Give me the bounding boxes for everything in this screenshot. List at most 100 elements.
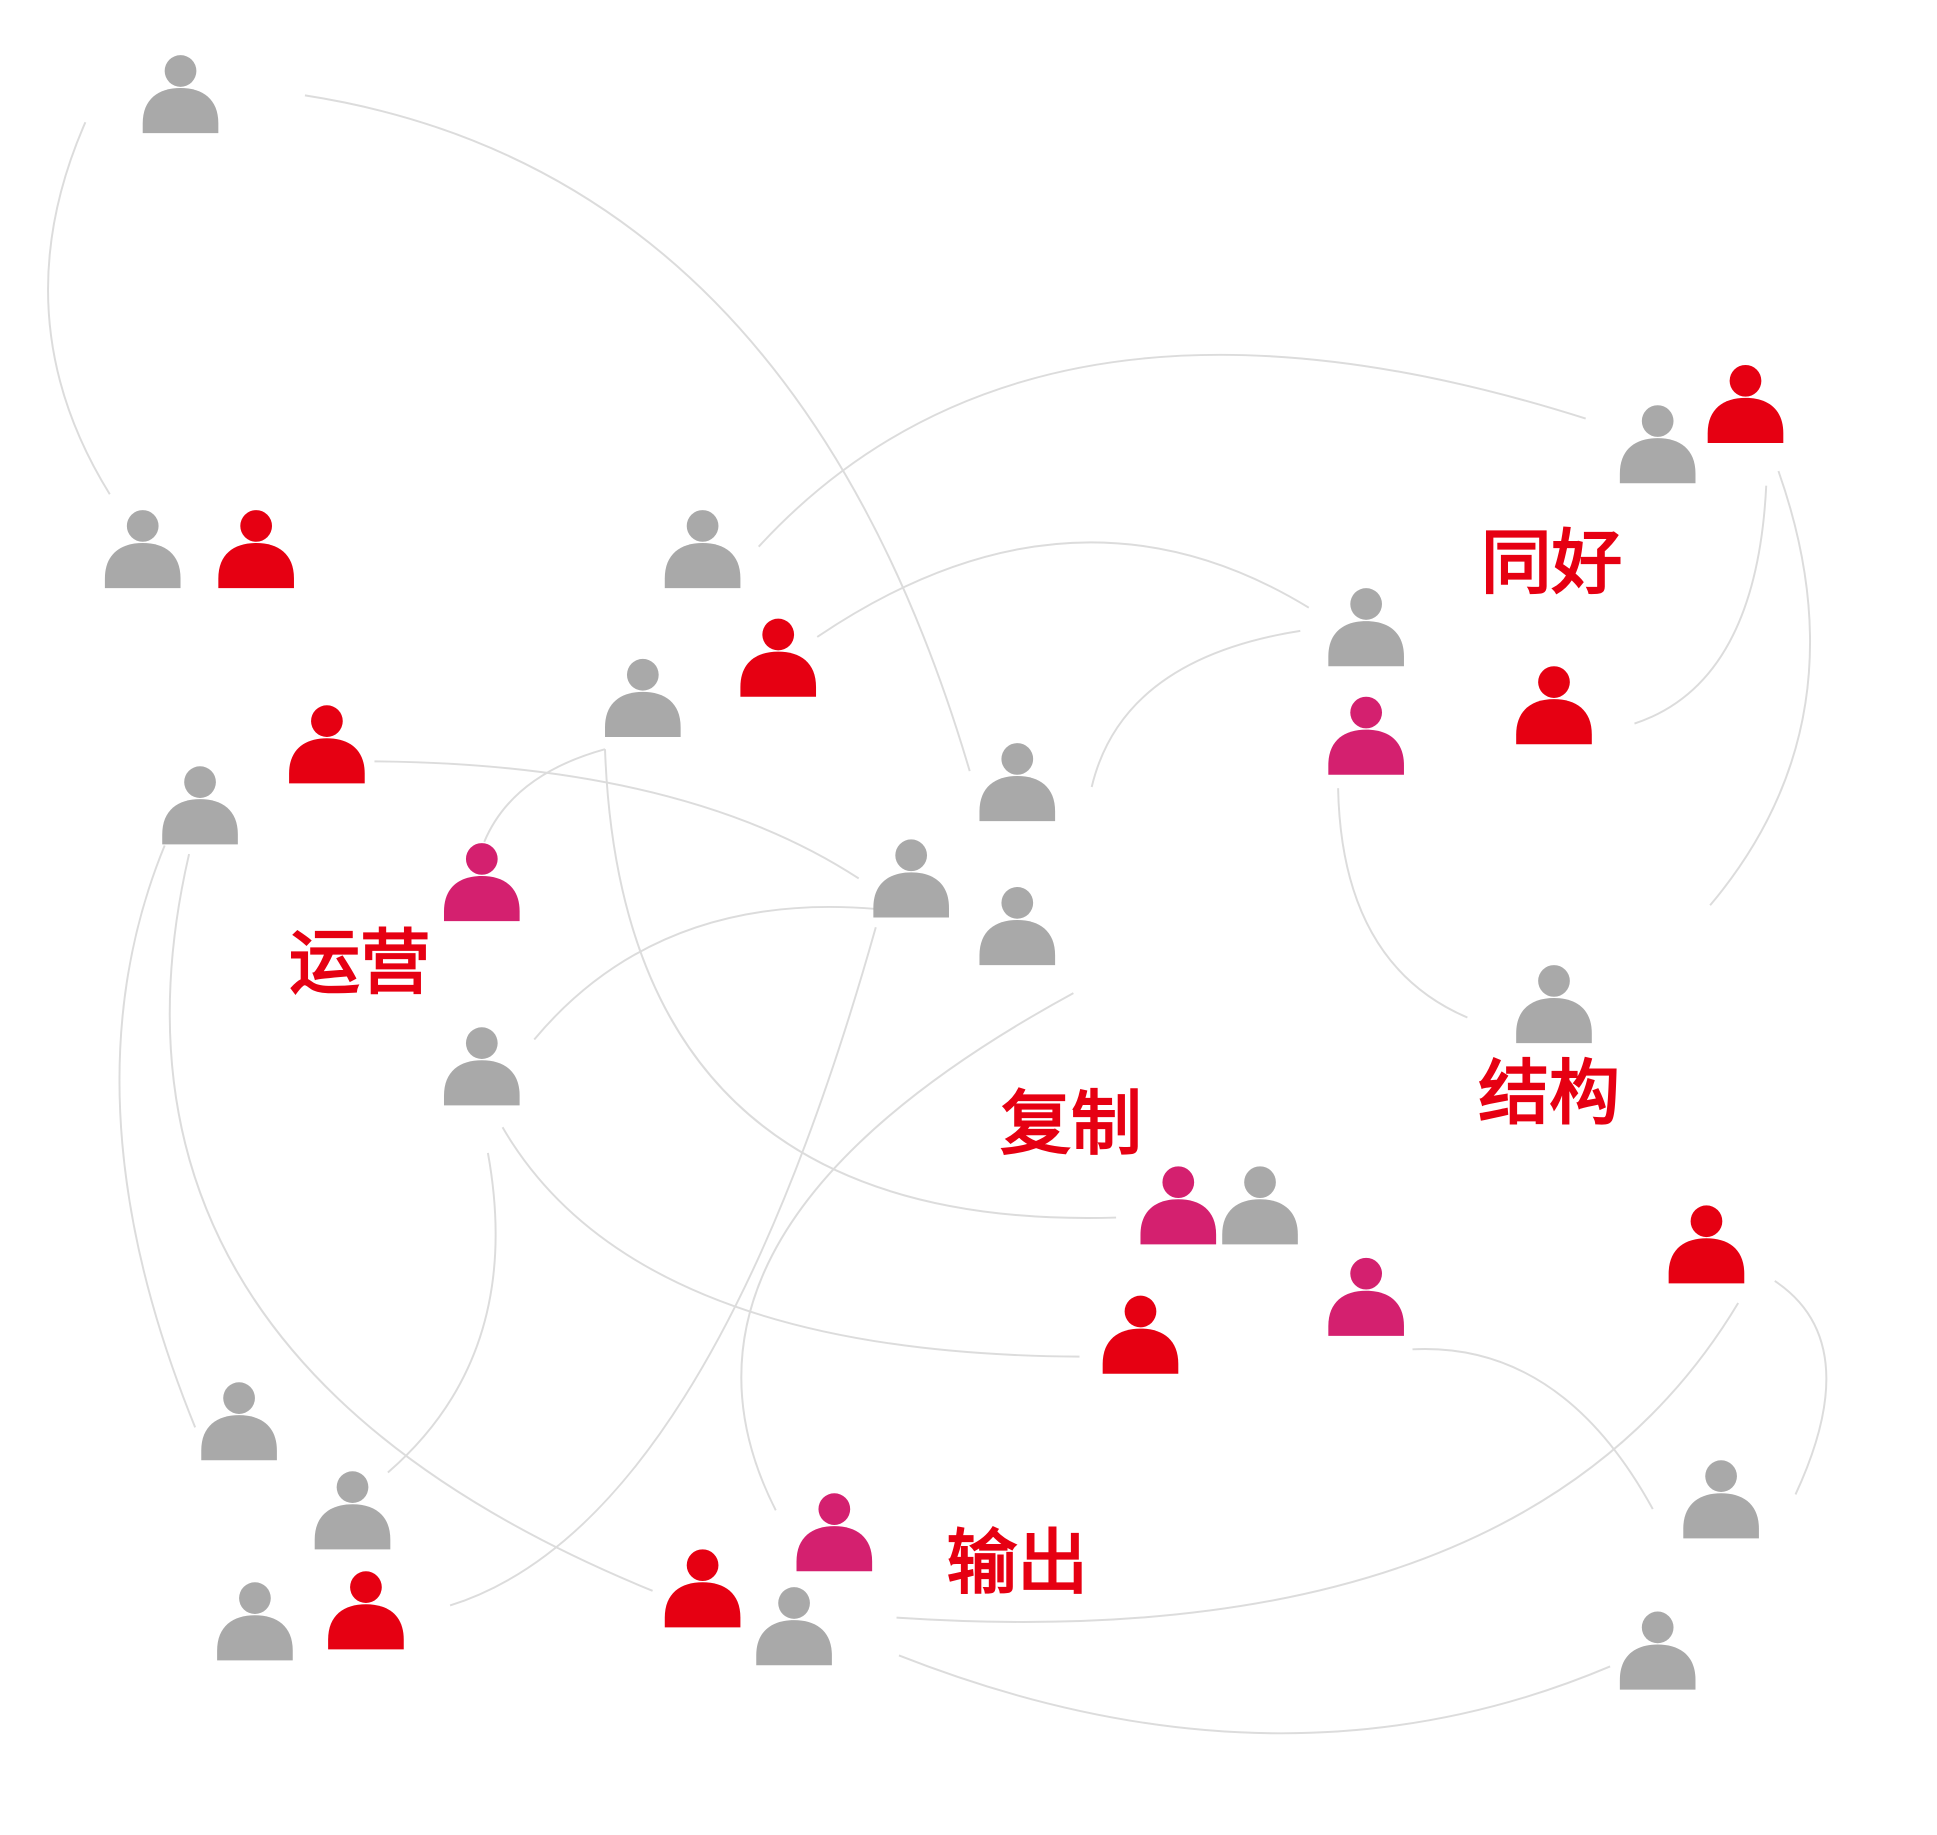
connection-line (1090, 629, 1301, 788)
person-body (218, 543, 294, 589)
connection-line (1337, 788, 1468, 1019)
person-icon-red (328, 1571, 404, 1650)
person-head (686, 510, 719, 542)
person-body (104, 543, 181, 589)
person-head (818, 1493, 851, 1525)
person-head (1350, 696, 1383, 729)
person-icon-gray (1328, 588, 1404, 667)
person-head (1641, 405, 1674, 437)
person-icon-gray (1619, 405, 1696, 484)
person-icon-gray (605, 658, 681, 737)
person-icon-gray (443, 1027, 520, 1106)
person-body (756, 1620, 832, 1666)
person-head (223, 1382, 255, 1414)
person-icon-red (289, 705, 365, 784)
connection-line (1412, 1348, 1654, 1510)
connection-line (387, 1152, 497, 1474)
person-body (162, 799, 238, 845)
person-head (184, 766, 216, 798)
connection-line (501, 1126, 1080, 1358)
person-head (1705, 1460, 1737, 1493)
labels: 同好 运营 复制 结构 输出 (289, 521, 1622, 1604)
connection-line (533, 905, 876, 1041)
person-head (465, 1027, 498, 1059)
person-icon-gray (979, 887, 1056, 966)
person-head (350, 1571, 382, 1604)
person-body (443, 876, 520, 922)
person-head (686, 1549, 719, 1582)
connection-line (896, 1302, 1740, 1623)
person-icon-gray (314, 1471, 391, 1550)
person-body (1683, 1493, 1759, 1539)
person-body (1328, 729, 1404, 775)
person-icon-pink (1140, 1166, 1217, 1245)
person-body (201, 1415, 277, 1461)
person-head (1350, 1257, 1383, 1290)
person-head (1729, 364, 1762, 397)
person-body (289, 738, 365, 784)
person-icon-red (1516, 666, 1592, 745)
label-fuzhi: 复制 (1000, 1082, 1141, 1165)
connection-line (1634, 485, 1768, 725)
person-body (1328, 1290, 1404, 1336)
person-body (217, 1615, 293, 1661)
connection-line (168, 853, 653, 1592)
connection-line (304, 94, 971, 772)
person-icon-red (1668, 1205, 1745, 1284)
person-head (336, 1471, 369, 1503)
person-body (664, 1582, 741, 1628)
connection-line (374, 760, 860, 880)
person-body (1668, 1238, 1745, 1284)
person-body (873, 872, 949, 918)
person-head (762, 618, 795, 651)
person-icon-red (1102, 1295, 1179, 1374)
label-yunying: 运营 (289, 921, 430, 1004)
person-icon-gray (664, 510, 741, 589)
person-body (740, 651, 817, 697)
person-icon-red (1707, 364, 1784, 444)
person-icon-gray (217, 1582, 293, 1661)
person-body (979, 776, 1056, 822)
person-icon-red (740, 618, 817, 697)
person-icon-gray (1683, 1460, 1759, 1539)
person-head (1690, 1205, 1723, 1238)
person-head (311, 705, 343, 737)
connection-line (1709, 470, 1811, 906)
connection-lines (47, 94, 1828, 1735)
person-head (1350, 588, 1383, 620)
person-body (142, 88, 219, 134)
person-icon-gray (201, 1382, 277, 1461)
person-head (1124, 1295, 1157, 1328)
person-icon-pink (796, 1493, 873, 1572)
person-body (796, 1526, 873, 1572)
people-icons (104, 55, 1784, 1690)
person-head (240, 510, 273, 542)
person-body (314, 1504, 391, 1550)
person-icon-gray (979, 743, 1056, 822)
person-icon-gray (104, 510, 181, 589)
person-head (895, 839, 928, 872)
person-head (1244, 1166, 1276, 1199)
person-icon-gray (1516, 965, 1592, 1044)
connection-line (449, 926, 877, 1607)
person-icon-red (218, 510, 294, 589)
person-icon-red (664, 1549, 741, 1628)
connection-line (604, 749, 1117, 1219)
person-body (1328, 621, 1404, 667)
person-body (1619, 1644, 1696, 1690)
person-head (1538, 965, 1570, 997)
person-head (239, 1582, 271, 1614)
connection-line (816, 541, 1310, 638)
person-body (979, 919, 1056, 966)
person-head (465, 843, 498, 875)
person-head (1641, 1611, 1674, 1644)
connection-line (740, 992, 1074, 1511)
person-head (126, 510, 159, 542)
person-icon-gray (873, 839, 949, 918)
connection-line (1774, 1280, 1828, 1495)
person-body (1222, 1199, 1298, 1245)
person-head (164, 55, 197, 87)
person-body (1619, 438, 1696, 484)
person-body (443, 1060, 520, 1106)
